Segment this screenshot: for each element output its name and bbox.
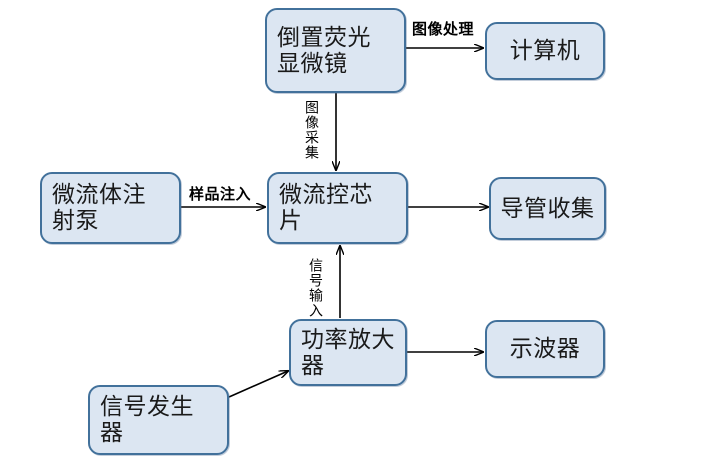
node-oscilloscope-label: 示波器 [509, 336, 581, 362]
edge-label-image-acquisition: 图像采集 [303, 100, 318, 160]
node-microscope-label: 倒置荧光 显微镜 [277, 24, 371, 76]
edge-label-sample-injection: 样品注入 [189, 187, 252, 203]
node-power-amplifier[interactable]: 功率放大 器 [289, 319, 407, 386]
node-microscope[interactable]: 倒置荧光 显微镜 [265, 8, 406, 93]
node-power-amplifier-label: 功率放大 器 [301, 326, 395, 378]
edge-label-image-processing: 图像处理 [412, 22, 475, 38]
node-signal-generator-label: 信号发生 器 [100, 394, 194, 445]
node-injection-pump-label: 微流体注 射泵 [52, 182, 146, 233]
node-oscilloscope[interactable]: 示波器 [485, 320, 605, 378]
node-catheter[interactable]: 导管收集 [489, 177, 606, 240]
node-computer-label: 计算机 [509, 38, 581, 64]
node-microfluidic-chip-label: 微流控芯 片 [279, 182, 373, 233]
node-microfluidic-chip[interactable]: 微流控芯 片 [267, 172, 408, 244]
node-computer[interactable]: 计算机 [485, 22, 605, 80]
node-catheter-label: 导管收集 [500, 195, 595, 221]
wire-generator-to-amplifier [228, 371, 288, 398]
node-signal-generator[interactable]: 信号发生 器 [88, 385, 229, 455]
node-injection-pump[interactable]: 微流体注 射泵 [40, 172, 181, 244]
edge-label-signal-input: 信号输入 [307, 258, 322, 318]
